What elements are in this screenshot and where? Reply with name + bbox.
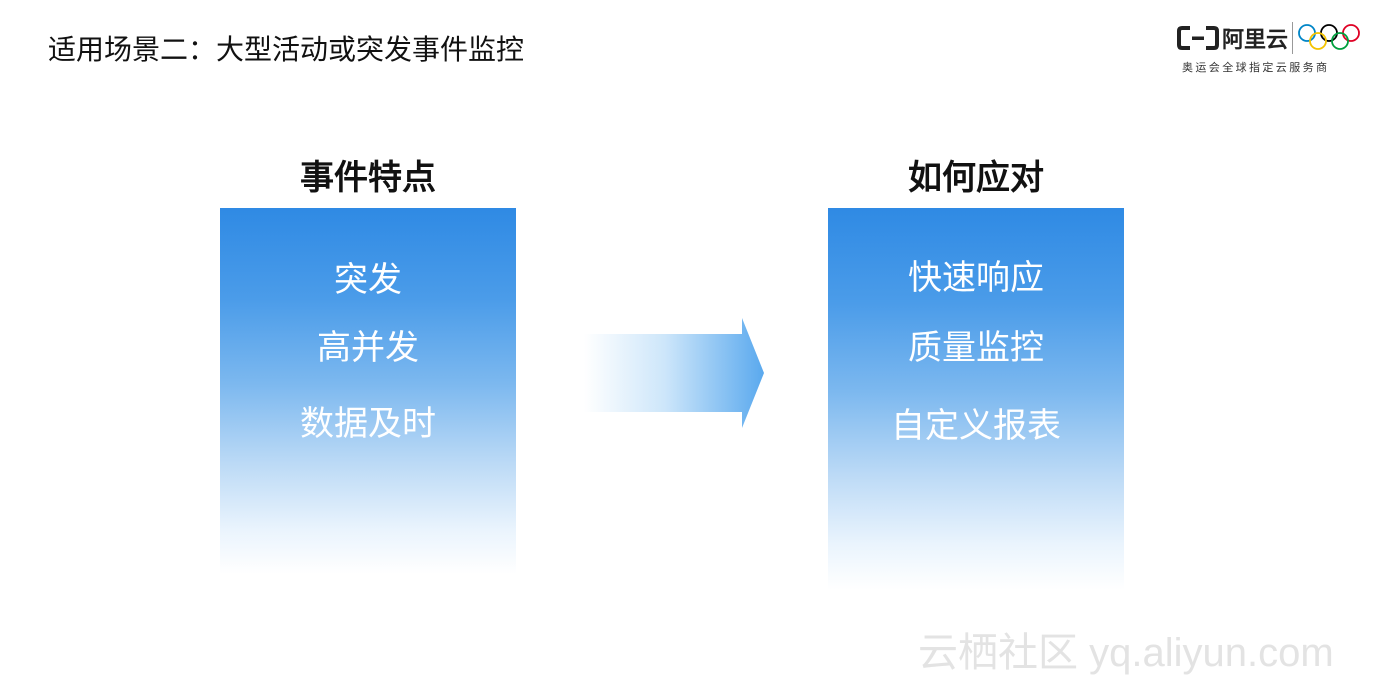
left-column-heading: 事件特点 bbox=[300, 158, 436, 198]
logo-divider bbox=[1292, 22, 1293, 54]
response-item: 自定义报表 bbox=[891, 406, 1061, 446]
logo-name: 阿里云 bbox=[1222, 28, 1289, 53]
olympic-rings-icon bbox=[1298, 24, 1360, 50]
logo-subtitle: 奥运会全球指定云服务商 bbox=[1182, 61, 1330, 74]
right-arrow-icon bbox=[584, 318, 764, 428]
aliyun-mark-icon bbox=[1177, 26, 1219, 50]
response-item: 快速响应 bbox=[908, 258, 1044, 298]
slide-title: 适用场景二：大型活动或突发事件监控 bbox=[48, 33, 525, 66]
response-panel: 快速响应 质量监控 自定义报表 bbox=[828, 208, 1124, 590]
feature-item: 高并发 bbox=[317, 328, 419, 368]
feature-item: 数据及时 bbox=[300, 404, 436, 444]
event-features-panel: 突发 高并发 数据及时 bbox=[220, 208, 516, 574]
aliyun-logo: 阿里云 奥运会全球指定云服务商 bbox=[1176, 18, 1366, 78]
right-column-heading: 如何应对 bbox=[908, 158, 1044, 198]
feature-item: 突发 bbox=[334, 260, 402, 300]
watermark: 云栖社区 yq.aliyun.com bbox=[918, 631, 1334, 675]
response-item: 质量监控 bbox=[908, 328, 1044, 368]
